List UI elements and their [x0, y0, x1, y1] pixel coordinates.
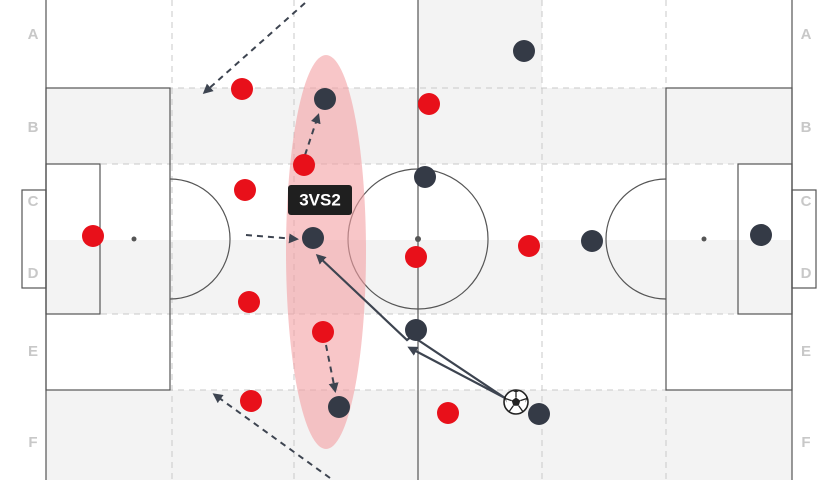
run-arrow-e-zone: [325, 344, 339, 393]
run-arrow-bottom: [212, 393, 331, 479]
red-player[interactable]: [231, 78, 253, 100]
pitch-markings: [21, 0, 817, 480]
dark-player[interactable]: [328, 396, 350, 418]
callout-box: [288, 185, 352, 215]
overload-zone-highlight: [286, 55, 366, 449]
zone-label-left-d: D: [28, 265, 39, 282]
pass-arrow-to-mid: [407, 346, 506, 399]
run-arrow-top: [202, 2, 306, 94]
zone-label-left-c: C: [28, 193, 39, 210]
zone-label-right-e: E: [801, 343, 811, 360]
dark-player[interactable]: [302, 227, 324, 249]
red-team: [82, 78, 540, 424]
red-player[interactable]: [238, 291, 260, 313]
movement-arrows: [202, 2, 339, 479]
red-player[interactable]: [518, 235, 540, 257]
red-player[interactable]: [240, 390, 262, 412]
soccer-ball-icon[interactable]: [503, 389, 529, 415]
red-player[interactable]: [437, 402, 459, 424]
zone-label-right-a: A: [801, 26, 812, 43]
red-player[interactable]: [293, 154, 315, 176]
run-arrow-b-zone: [304, 113, 321, 156]
dark-player[interactable]: [314, 88, 336, 110]
zone-label-right-b: B: [801, 119, 812, 136]
zone-labels-left: A B C D E F: [28, 26, 39, 451]
zone-label-right-d: D: [801, 265, 812, 282]
zone-label-right-f: F: [801, 434, 810, 451]
red-player[interactable]: [418, 93, 440, 115]
dark-player-ball-carrier[interactable]: [528, 403, 550, 425]
dark-player[interactable]: [405, 319, 427, 341]
zone-label-left-f: F: [28, 434, 37, 451]
dark-player[interactable]: [513, 40, 535, 62]
zone-label-right-c: C: [801, 193, 812, 210]
red-player-goalkeeper[interactable]: [82, 225, 104, 247]
red-player[interactable]: [234, 179, 256, 201]
run-arrow-center: [245, 233, 299, 244]
dark-player[interactable]: [581, 230, 603, 252]
dark-team: [302, 40, 772, 425]
zone-label-left-b: B: [28, 119, 39, 136]
zone-label-left-a: A: [28, 26, 39, 43]
zone-labels-right: A B C D E F: [801, 26, 812, 451]
callout-label: 3VS2: [299, 190, 341, 209]
overload-callout: 3VS2: [288, 185, 352, 215]
zone-label-left-e: E: [28, 343, 38, 360]
dark-player[interactable]: [414, 166, 436, 188]
red-player[interactable]: [405, 246, 427, 268]
red-player[interactable]: [312, 321, 334, 343]
dark-player-goalkeeper[interactable]: [750, 224, 772, 246]
